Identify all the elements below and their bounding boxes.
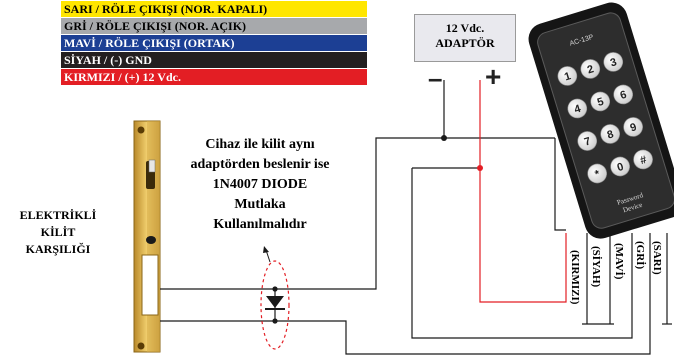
strike-latch [148,159,156,173]
keypad-key [600,124,620,144]
note-pointer-head [263,246,269,253]
lock-label-line1: ELEKTRİKLİ [19,208,97,222]
strike-hole [146,236,156,244]
keypad-key [587,163,607,184]
keypad-key [577,131,598,151]
wire-label-black: (SİYAH) [590,246,602,288]
keypad-key [613,84,633,105]
keypad-key-label: 8 [606,128,615,141]
keypad-key-label: 3 [609,56,618,69]
diode-highlight [260,260,290,350]
lock-label-line2: KİLİT [40,225,76,239]
keypad-key [623,117,643,137]
diode [260,246,290,350]
lock-label-line3: KARŞILIĞI [25,242,91,256]
legend-row-gray: GRİ / RÖLE ÇIKIŞI (NOR. AÇIK) [61,18,367,35]
strike-opening [141,254,159,316]
keypad-key [557,66,578,86]
adapter-positive-terminal: + [485,61,502,92]
keypad-key-label: 4 [573,103,583,117]
electric-strike [133,120,161,353]
note-line5: Kullanılmalıdır [213,217,307,232]
wires [160,80,672,355]
keypad-key-label: * [594,168,602,181]
legend-row-black: SİYAH / (-) GND [61,52,367,69]
screw-hole-top [137,126,145,134]
keypad-key [633,149,653,170]
wire-label-blue: (MAVİ) [613,243,625,280]
note-line3: 1N4007 DIODE [212,177,308,192]
wire-adapter-positive-to-lock [411,168,633,339]
keypad-key-label: 7 [583,135,592,148]
adapter-box: 12 Vdc. ADAPTÖR [414,14,516,62]
keypad-key [590,91,611,112]
keypad-face [537,12,674,229]
wire-label-yellow: (SARI) [651,241,663,275]
keypad-key [580,59,601,79]
note-line2: adaptörden beslenir ise [190,157,330,172]
diode-symbol [266,296,284,308]
diode-note: Cihaz ile kilit aynı adaptörden beslenir… [160,135,360,235]
keypad-key [567,98,588,119]
keypad-key-label: 5 [596,96,605,109]
wire-label-red: (KIRMIZI) [569,250,581,305]
keypad-key-label: 2 [586,63,595,76]
wire-label-gray: (GRİ) [634,241,646,270]
legend-row-red: KIRMIZI / (+) 12 Vdc. [61,69,367,86]
wire-black-to-keypad [554,138,566,231]
legend-row-yellow: SARI / RÖLE ÇIKIŞI (NOR. KAPALI) [61,1,367,18]
diode-node-bottom [272,318,278,324]
junction-positive [477,165,483,171]
wire-lock-bottom [160,233,651,355]
screw-hole-bottom [137,342,145,350]
keypad-key-label: 1 [563,70,572,83]
wire-lock-top [160,137,444,290]
legend-row-blue: MAVİ / RÖLE ÇIKIŞI (ORTAK) [61,35,367,52]
diode-node-top [272,286,278,292]
lock-label: ELEKTRİKLİ KİLİT KARŞILIĞI [6,207,110,258]
keypad-key-label: 0 [616,161,625,174]
adapter-label: ADAPTÖR [435,36,495,50]
keypad-key [603,52,624,72]
note-line4: Mutlaka [234,197,286,212]
keypad-key [610,156,630,177]
keypad-key-label: 6 [619,89,628,102]
junction-negative [441,135,447,141]
adapter-voltage: 12 Vdc. [445,21,485,35]
keypad-key-label: 9 [629,121,638,134]
adapter-negative-terminal: – [428,63,443,93]
wire-red [479,80,567,303]
keypad-key-label: # [639,154,648,167]
color-legend: SARI / RÖLE ÇIKIŞI (NOR. KAPALI) GRİ / R… [61,1,367,86]
note-line1: Cihaz ile kilit aynı [205,137,315,152]
